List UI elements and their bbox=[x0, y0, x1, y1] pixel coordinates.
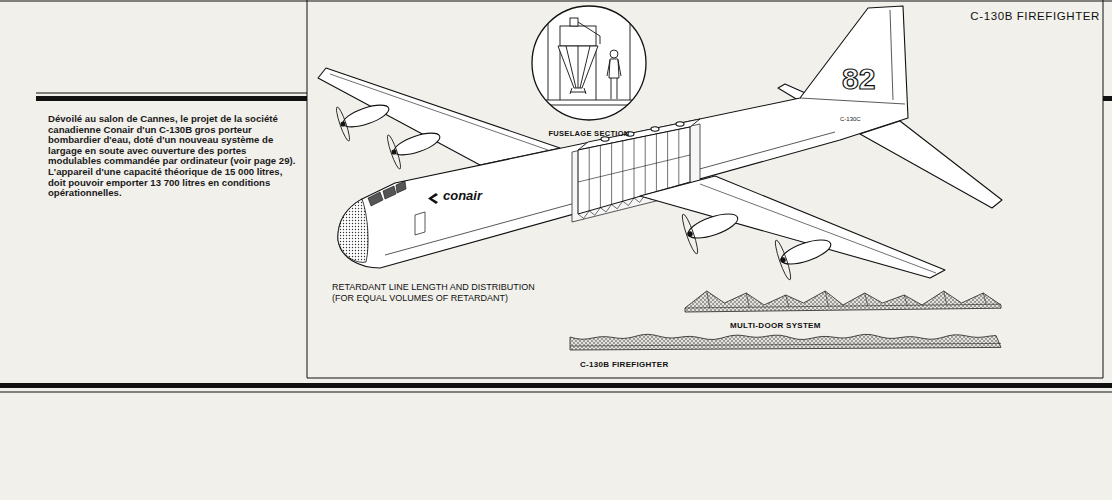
far-wing bbox=[385, 134, 402, 170]
page-rules bbox=[36, 96, 307, 101]
distribution-strip-outline bbox=[904, 295, 907, 305]
page-rules bbox=[0, 392, 1112, 393]
fuselage-details bbox=[890, 10, 893, 100]
far-wing bbox=[341, 122, 345, 126]
fuselage-details bbox=[415, 212, 425, 235]
page-rules bbox=[307, 0, 308, 378]
near-wing bbox=[781, 258, 785, 262]
far-wing bbox=[392, 129, 443, 160]
page-rules bbox=[0, 383, 1112, 388]
inset-circle-outline bbox=[578, 22, 600, 44]
far-wing bbox=[392, 150, 396, 154]
inset-circle-outline bbox=[566, 46, 590, 88]
far-wing bbox=[318, 68, 560, 165]
near-stabilizer bbox=[860, 121, 1002, 208]
fuselage-details bbox=[385, 10, 905, 255]
distribution-strip-outline bbox=[685, 304, 1001, 308]
distribution-strip-outline bbox=[570, 334, 1001, 350]
far-wing bbox=[334, 106, 351, 142]
retardant-tank bbox=[676, 122, 684, 126]
node-label: C-130B FIREFIGHTER bbox=[580, 360, 669, 370]
near-wing bbox=[680, 213, 700, 255]
node-label: MULTI-DOOR SYSTEM bbox=[730, 321, 821, 331]
node-label: FUSELAGE SECTION bbox=[548, 129, 629, 138]
page-rules bbox=[0, 1, 1112, 2]
near-wing bbox=[778, 235, 833, 269]
inset-circle-outline bbox=[530, 18, 648, 105]
distribution-strip-outline bbox=[786, 295, 789, 307]
distribution-strip-outline bbox=[944, 291, 947, 305]
page-rules bbox=[1103, 96, 1112, 101]
cockpit-windows bbox=[368, 192, 383, 206]
near-wing bbox=[773, 239, 793, 281]
company-logo: conair bbox=[442, 189, 483, 203]
near-wing bbox=[688, 232, 692, 236]
near-wing bbox=[640, 176, 945, 278]
page-rules bbox=[0, 0, 1112, 392]
near-wing bbox=[640, 176, 945, 281]
retardant-tank bbox=[651, 127, 659, 131]
cockpit-windows bbox=[383, 186, 396, 199]
inset-circle-outline bbox=[570, 88, 586, 94]
inset-circle-outline bbox=[560, 26, 596, 46]
inset-circle-outline bbox=[558, 46, 598, 88]
tail-number: 82 bbox=[842, 64, 875, 94]
logo-chevron bbox=[428, 193, 438, 204]
caption-text: Dévoilé au salon de Cannes, le projet de… bbox=[48, 114, 300, 199]
inset-circle-outline bbox=[532, 6, 646, 120]
distribution-strip-outline bbox=[746, 293, 749, 307]
inset-circle: FUSELAGE SECTION bbox=[530, 4, 648, 140]
inset-circle-outline bbox=[530, 4, 648, 122]
page-rules bbox=[307, 378, 1103, 379]
aircraft-drawing bbox=[318, 6, 1002, 281]
retardant-tank bbox=[578, 155, 690, 182]
distribution-strip: MULTI-DOOR SYSTEM bbox=[685, 288, 1007, 332]
nose-radome bbox=[338, 199, 368, 262]
distribution-strip-outline bbox=[707, 291, 710, 308]
cockpit-windows bbox=[368, 181, 406, 206]
page-rules bbox=[36, 93, 307, 94]
far-wing bbox=[318, 68, 560, 170]
distribution-strip-outline bbox=[570, 343, 1001, 346]
chart-heading: RETARDANT LINE LENGTH AND DISTRIBUTION (… bbox=[332, 282, 552, 304]
inset-circle-outline bbox=[609, 59, 619, 78]
distribution-strip: C-130B FIREFIGHTER bbox=[570, 331, 1007, 371]
distribution-strip-outline bbox=[825, 291, 828, 306]
inset-circle-outline bbox=[570, 18, 578, 26]
near-wing bbox=[685, 209, 740, 243]
distribution-strip-outline bbox=[570, 331, 1007, 353]
retardant-tank bbox=[667, 132, 668, 189]
inset-circle-outline bbox=[610, 50, 618, 58]
inset-circle-outline bbox=[607, 60, 621, 99]
fuselage-details bbox=[800, 98, 905, 104]
inset-circle-outline bbox=[530, 18, 648, 105]
distribution-strip-outline bbox=[983, 293, 986, 304]
far-wing bbox=[341, 101, 392, 132]
retardant-tank bbox=[678, 129, 679, 185]
distribution-strip-outline bbox=[865, 293, 868, 306]
cockpit-windows bbox=[396, 181, 406, 193]
figure-title: C-130B FIREFIGHTER bbox=[970, 10, 1100, 22]
distribution-strip-outline bbox=[685, 288, 1007, 314]
distribution-strip-outline bbox=[685, 291, 1001, 312]
page-rules bbox=[1103, 0, 1104, 378]
fuselage-marking: C-130C bbox=[840, 116, 861, 123]
near-wing bbox=[700, 184, 936, 273]
